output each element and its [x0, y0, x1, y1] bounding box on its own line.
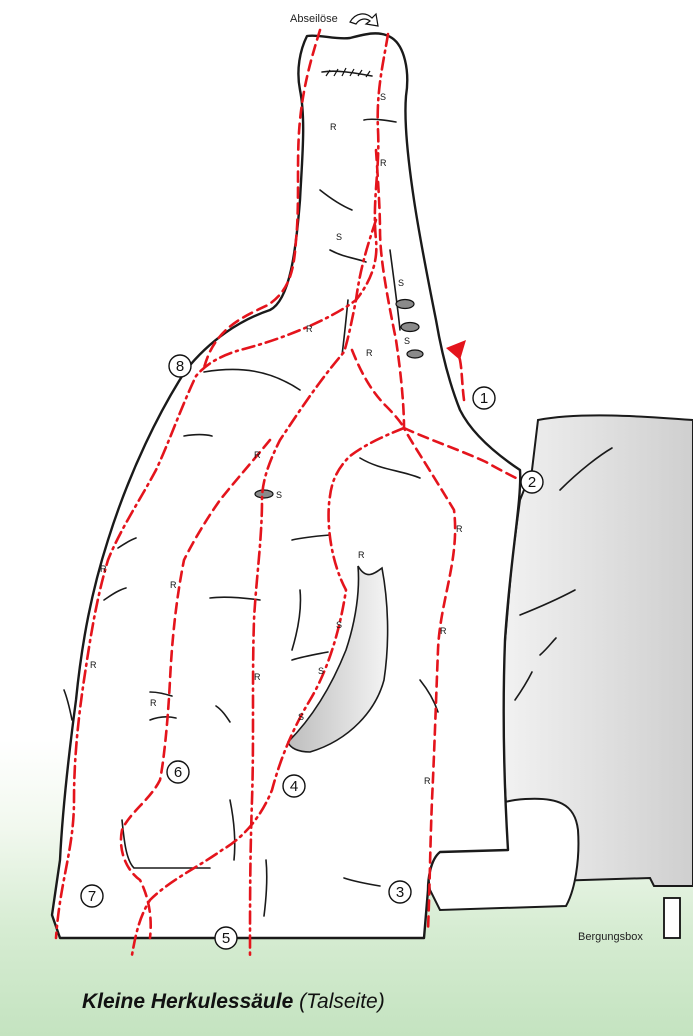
abseiloese-label: Abseilöse — [290, 13, 338, 25]
mark-r: R — [170, 580, 177, 590]
mark-s: S — [336, 232, 342, 242]
route-arrow — [446, 340, 466, 360]
bergungsbox-label: Bergungsbox — [578, 931, 643, 943]
mark-s: S — [318, 666, 324, 676]
route-number-8: 8 — [169, 355, 191, 377]
rescue-box-icon — [664, 898, 680, 938]
mark-r: R — [456, 524, 463, 534]
mark-r: R — [150, 698, 157, 708]
route-number-7: 7 — [81, 885, 103, 907]
svg-text:8: 8 — [176, 358, 184, 375]
mark-s: S — [404, 336, 410, 346]
route-number-5: 5 — [215, 927, 237, 949]
svg-text:7: 7 — [88, 888, 96, 905]
route-number-2: 2 — [521, 471, 543, 493]
mark-s: S — [380, 92, 386, 102]
mark-r: R — [100, 564, 107, 574]
route-number-3: 3 — [389, 881, 411, 903]
mark-s: S — [276, 490, 282, 500]
route-number-1: 1 — [473, 387, 495, 409]
mark-r: R — [380, 158, 387, 168]
mark-r: R — [254, 450, 261, 460]
route-number-4: 4 — [283, 775, 305, 797]
svg-text:4: 4 — [290, 778, 298, 795]
mark-r: R — [306, 324, 313, 334]
mark-r: R — [90, 660, 97, 670]
svg-text:5: 5 — [222, 930, 230, 947]
mark-s: S — [336, 620, 342, 630]
route-number-6: 6 — [167, 761, 189, 783]
route-line — [458, 352, 464, 400]
mark-r: R — [424, 776, 431, 786]
svg-text:2: 2 — [528, 474, 536, 491]
tower-outline — [52, 33, 520, 938]
svg-text:1: 1 — [480, 390, 488, 407]
caption-subtitle: (Talseite) — [299, 990, 385, 1013]
mark-r: R — [330, 122, 337, 132]
rappel-anchor-icon — [350, 14, 378, 26]
svg-text:3: 3 — [396, 884, 404, 901]
page-caption: Kleine Herkulessäule (Talseite) — [82, 990, 385, 1014]
mark-r: R — [254, 672, 261, 682]
mark-s: S — [298, 712, 304, 722]
svg-text:6: 6 — [174, 764, 182, 781]
mark-r: R — [440, 626, 447, 636]
mark-r: R — [358, 550, 365, 560]
mark-r: R — [366, 348, 373, 358]
caption-title: Kleine Herkulessäule — [82, 990, 293, 1013]
mark-s: S — [398, 278, 404, 288]
